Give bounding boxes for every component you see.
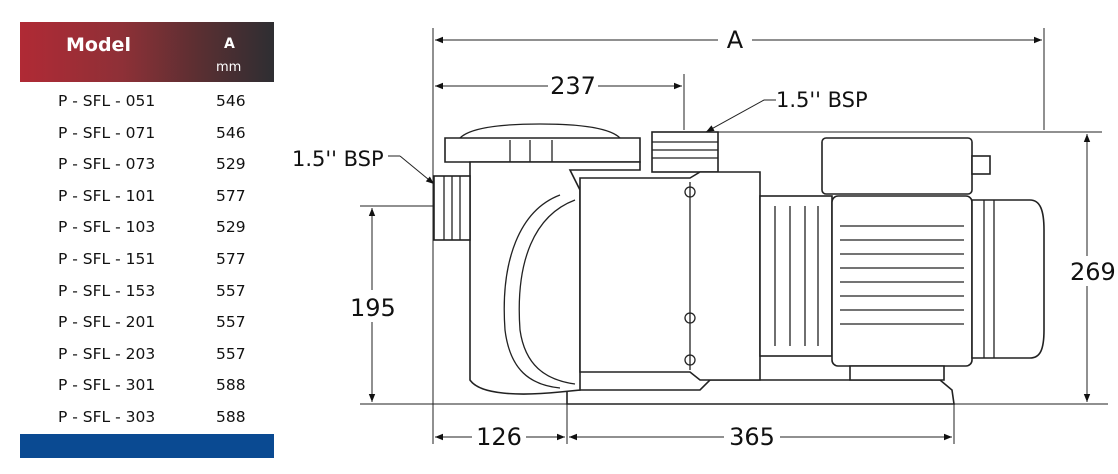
cell-model: P - SFL - 073	[58, 155, 156, 174]
table-row: P - SFL - 203 557	[20, 345, 274, 377]
table-row: P - SFL - 051 546	[20, 92, 274, 124]
cell-a: 577	[216, 249, 246, 268]
header-model: Model	[66, 34, 131, 56]
dim-label-195: 195	[350, 294, 396, 322]
table-body: P - SFL - 051 546 P - SFL - 071 546 P - SF…	[20, 82, 274, 440]
header-a: A	[224, 36, 235, 52]
cell-model: P - SFL - 051	[58, 92, 156, 110]
cell-a: 557	[216, 281, 246, 300]
table-row: P - SFL - 303 588	[20, 408, 274, 440]
cell-a: 588	[216, 407, 246, 426]
dimension-269: 269	[1070, 134, 1116, 402]
leader-top-port: 1.5'' BSP	[705, 88, 868, 133]
cell-model: P - SFL - 071	[58, 123, 156, 142]
table-row: P - SFL - 103 529	[20, 218, 274, 250]
table-row: P - SFL - 153 557	[20, 282, 274, 314]
dim-label-269: 269	[1070, 258, 1116, 286]
label-side-port: 1.5'' BSP	[292, 147, 384, 171]
cell-a: 577	[216, 186, 246, 205]
model-table: Model A mm P - SFL - 051 546 P - SFL - 07…	[20, 22, 274, 458]
cell-a: 557	[216, 344, 246, 363]
cell-model: P - SFL - 201	[58, 313, 156, 332]
header-unit: mm	[216, 60, 242, 75]
cell-model: P - SFL - 101	[58, 186, 156, 205]
cell-model: P - SFL - 151	[58, 249, 156, 268]
cell-a: 557	[216, 313, 246, 332]
cell-a: 546	[216, 123, 246, 142]
cell-a: 546	[216, 92, 246, 110]
cell-model: P - SFL - 103	[58, 218, 156, 237]
table-footer-bar	[20, 434, 274, 458]
cell-model: P - SFL - 301	[58, 376, 156, 395]
dimension-a: A	[435, 26, 1042, 54]
cell-model: P - SFL - 203	[58, 344, 156, 363]
leader-side-port: 1.5'' BSP	[292, 147, 435, 185]
table-row: P - SFL - 071 546	[20, 124, 274, 156]
table-row: P - SFL - 073 529	[20, 155, 274, 187]
cell-a: 588	[216, 376, 246, 395]
dim-label-237: 237	[550, 72, 596, 100]
table-row: P - SFL - 201 557	[20, 313, 274, 345]
dimension-365: 365	[569, 423, 952, 451]
cell-model: P - SFL - 153	[58, 281, 156, 300]
cell-a: 529	[216, 218, 246, 237]
dimension-195: 195	[350, 208, 396, 402]
dimension-237: 237	[435, 72, 682, 100]
dim-label-a: A	[727, 26, 744, 54]
dim-label-365: 365	[729, 423, 775, 451]
cell-model: P - SFL - 303	[58, 407, 156, 426]
table-header: Model A mm	[20, 22, 274, 82]
cell-a: 529	[216, 155, 246, 174]
table-row: P - SFL - 151 577	[20, 250, 274, 282]
table-row: P - SFL - 101 577	[20, 187, 274, 219]
pump-outline	[433, 123, 1045, 405]
dimension-126: 126	[435, 423, 565, 451]
dim-label-126: 126	[476, 423, 522, 451]
label-top-port: 1.5'' BSP	[776, 88, 868, 112]
table-row: P - SFL - 301 588	[20, 376, 274, 408]
